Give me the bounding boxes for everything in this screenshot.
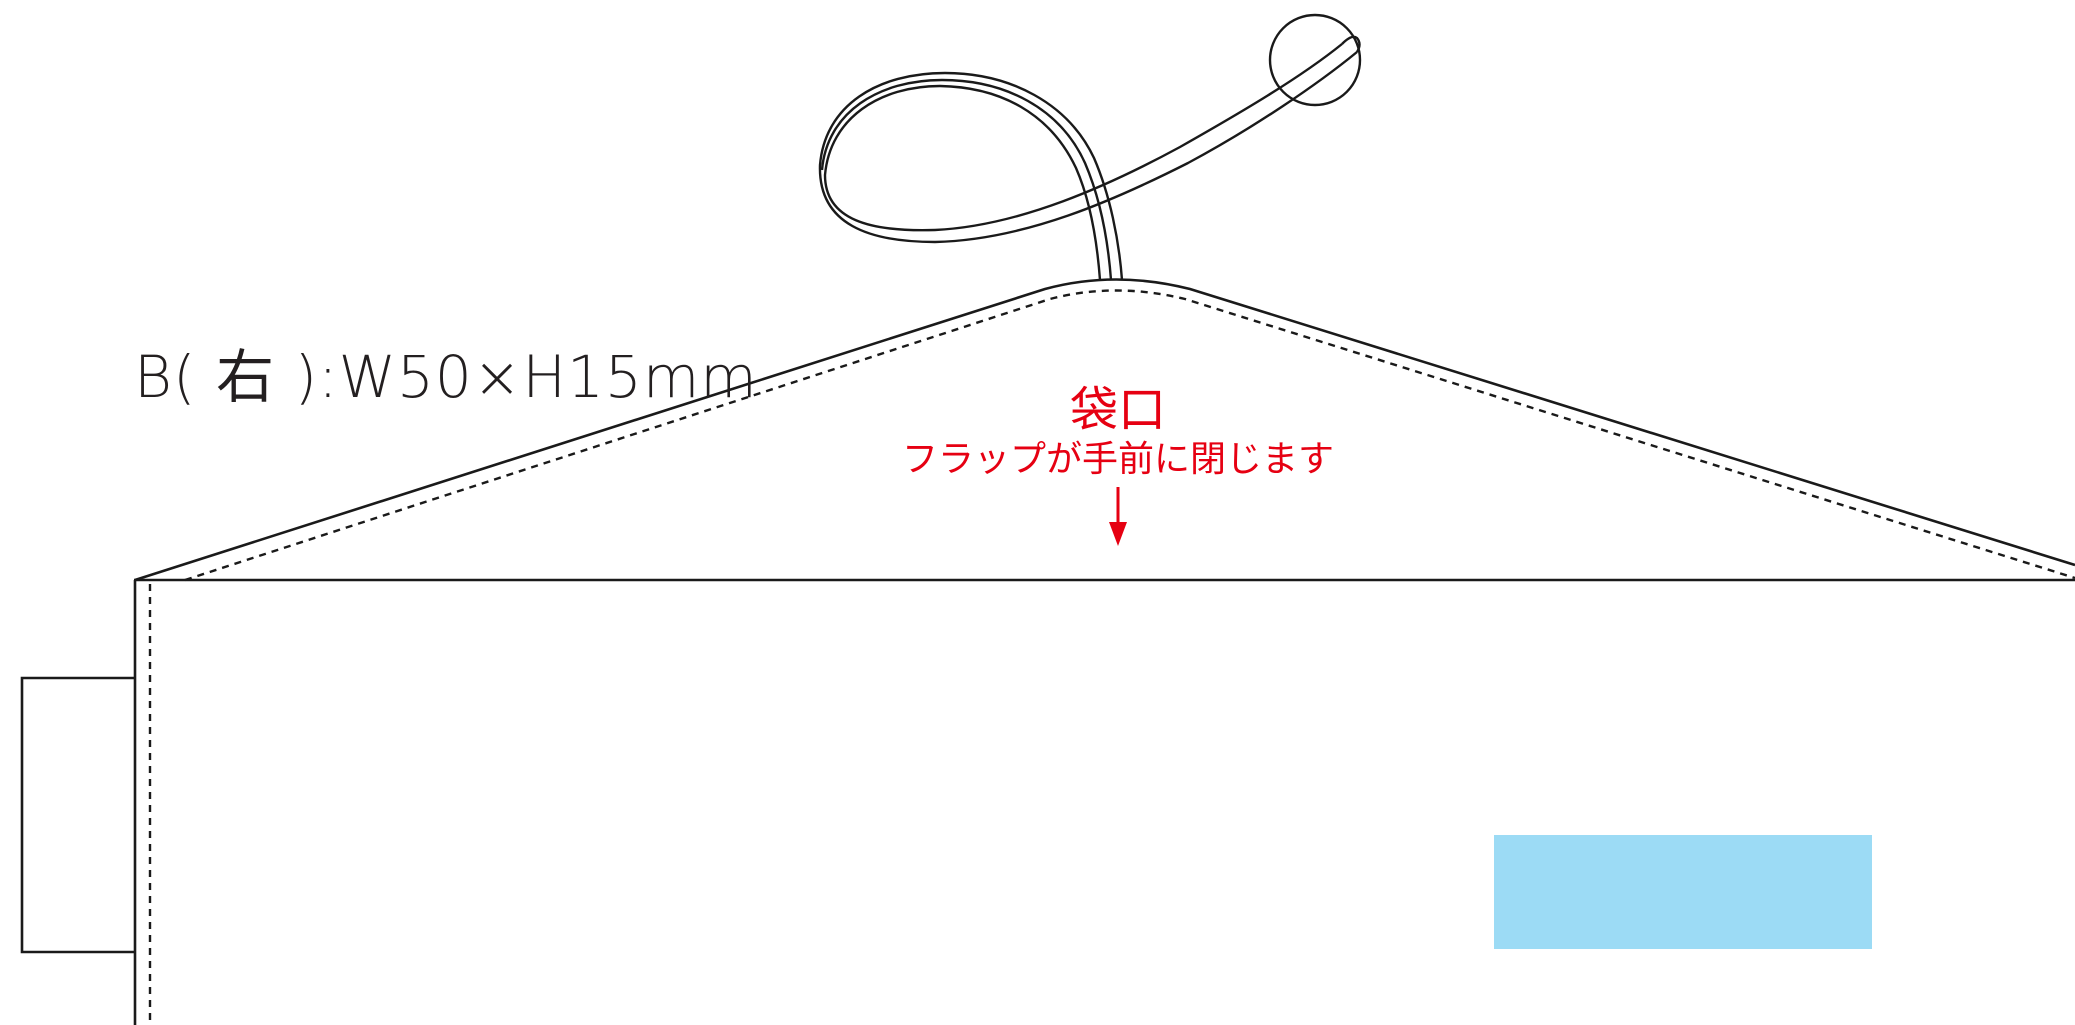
- flap-stitch-line: [184, 289, 2075, 582]
- cord-loop: [818, 13, 1362, 281]
- flap-outline: [134, 278, 2075, 582]
- cord-stopper: [1268, 13, 1362, 107]
- opening-title-text: 袋口: [1070, 382, 1167, 438]
- opening-arrow: [1109, 487, 1127, 546]
- opening-note-text: フラップが手前に閉じます: [902, 439, 1335, 480]
- side-tab: [20, 676, 134, 954]
- size-label: B( 右 ):W50×H15mm: [134, 343, 758, 411]
- print-area: [1494, 835, 1872, 949]
